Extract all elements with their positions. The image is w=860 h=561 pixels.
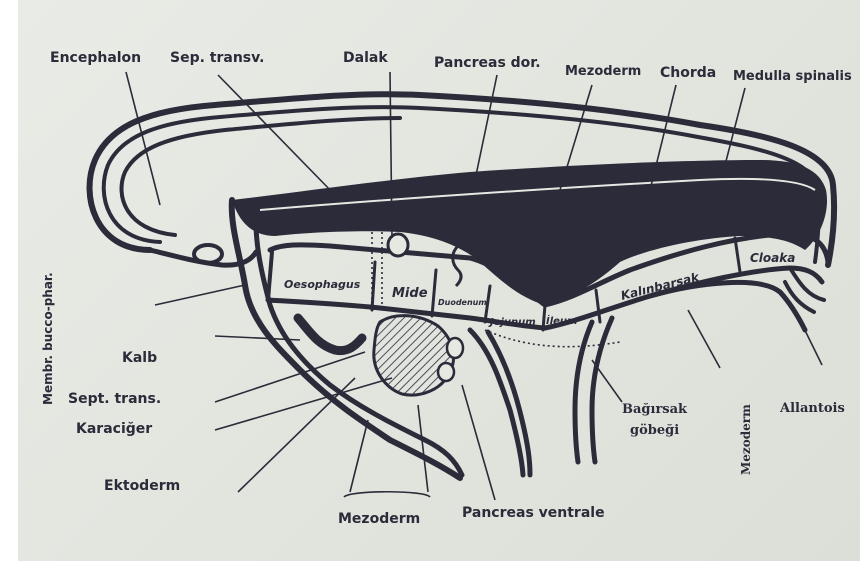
label-karaciger: Karaciğer [76,421,152,437]
heart-shape [298,318,362,351]
spleen-shape [388,234,408,256]
liver-shape [374,316,454,395]
label-allantois: Allantois [779,401,845,416]
pancreas-dorsal-shape [453,246,461,286]
gut-bud [438,363,454,381]
label-sept-trans: Sept. trans. [68,391,161,407]
label-bagirsak: Bağırsak [622,402,688,417]
leader-lines [126,72,822,500]
label-pancreas-ventrale: Pancreas ventrale [462,505,605,521]
label-mezoderm-top: Mezoderm [565,64,641,79]
label-pancreas-dor: Pancreas dor. [434,55,541,71]
label-ileum: İleum [546,313,577,327]
label-mezoderm-vertical: Mezoderm [739,404,753,475]
label-kalb: Kalb [122,350,157,366]
label-sep-transv: Sep. transv. [170,50,264,66]
pancreas-ventrale-bud [447,338,463,358]
label-cloaka: Cloaka [750,251,795,265]
label-medulla-spinalis: Medulla spinalis [733,69,852,84]
label-encephalon: Encephalon [50,50,141,66]
label-kalinbarsak: Kalınbarsak [619,270,701,303]
label-chorda: Chorda [660,65,716,81]
label-jejunum: Jejunum [488,317,536,328]
label-membr-bucco-phar: Membr. bucco-phar. [41,272,55,405]
label-mide: Mide [392,286,428,301]
label-mezoderm-bottom: Mezoderm [338,511,420,527]
label-dalak: Dalak [343,50,388,66]
label-gobegi: göbeği [630,423,679,438]
label-ektoderm: Ektoderm [104,478,180,494]
label-duodenum: Duodenum [438,298,487,307]
label-oesophagus: Oesophagus [284,278,361,291]
